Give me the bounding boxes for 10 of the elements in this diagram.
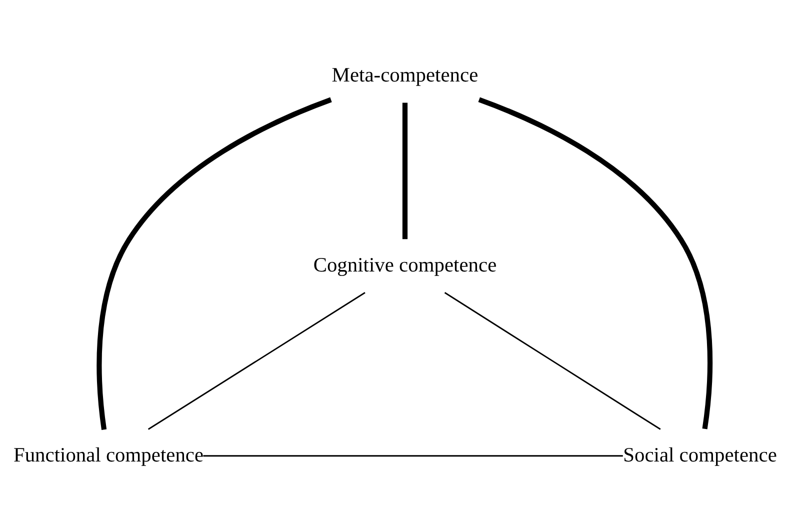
connector [402, 102, 408, 239]
node-text: Functional competence [13, 444, 204, 466]
connector [96, 96, 332, 430]
connector [203, 454, 623, 456]
connector [444, 292, 661, 430]
node-text: Social competence [623, 444, 777, 466]
connector [148, 292, 366, 430]
node-text: Cognitive competence [313, 254, 497, 276]
connector [478, 96, 713, 429]
node-text: Meta-competence [332, 64, 478, 86]
